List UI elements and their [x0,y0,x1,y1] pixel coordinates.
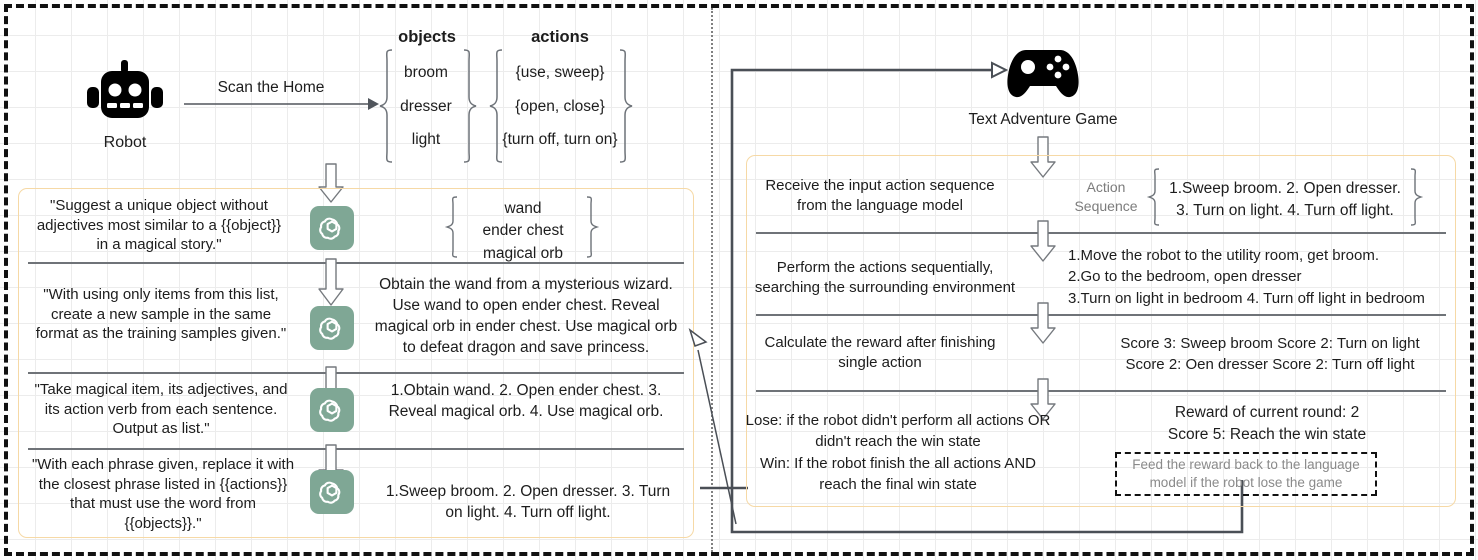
right-row-sep-2 [756,390,1446,392]
objects-header: objects [398,28,456,46]
actions-right-brace [619,49,633,163]
flow-arrow-down-right-2 [1030,302,1056,344]
objects-left-brace [379,49,393,163]
objects-item-2: light [411,131,441,148]
actions-left-brace [489,49,503,163]
left-row-0-prompt: "Suggest a unique object without adjecti… [36,197,282,253]
gpt-icon-1[interactable] [310,306,354,350]
objects-right-brace [463,49,477,163]
flow-arrow-down-right-1 [1030,220,1056,262]
feedback-note: Feed the reward back to the language mod… [1115,452,1377,496]
left-row-2-output: 1.Obtain wand. 2. Open ender chest. 3. R… [388,382,664,421]
right-row-1-description: Perform the actions sequentially, search… [754,259,1016,296]
scan-arrow [184,96,380,112]
game-controller-icon [1006,42,1080,102]
flow-arrow-down-right-3 [1030,378,1056,420]
gpt-icon-2[interactable] [310,388,354,432]
action-sequence-label: Action Sequence [1074,179,1138,214]
flow-arrow-down-left-1 [318,258,344,306]
right-row-3-description: Lose: if the robot didn't perform all ac… [745,412,1051,493]
flow-arrow-down-right-0 [1030,136,1056,178]
gpt-icon-3[interactable] [310,470,354,514]
right-row-2-description: Calculate the reward after finishing sin… [764,334,996,371]
left-row-0-right-brace [586,196,600,258]
actions-header: actions [531,28,589,46]
panel-divider [711,8,713,552]
return-connector-base [700,484,750,492]
actions-item-0: {use, sweep} [515,64,605,81]
robot-icon [85,60,165,132]
left-pipeline-panel [18,188,694,538]
right-row-1-output: 1.Move the robot to the utility room, ge… [1068,247,1425,307]
objects-item-0: broom [404,64,448,81]
left-row-sep-2 [28,448,684,450]
right-row-sep-0 [756,232,1446,234]
left-row-0-left-brace [444,196,458,258]
scan-arrow-label: Scan the Home [217,79,325,96]
objects-item-1: dresser [400,98,452,115]
right-row-2-output: Score 3: Sweep broom Score 2: Turn on li… [1120,335,1420,374]
left-row-1-output: Obtain the wand from a mysterious wizard… [374,276,678,357]
left-row-1-prompt: "With using only items from this list, c… [35,286,287,342]
right-row-3-output: Reward of current round: 2 Score 5: Reac… [1167,404,1367,443]
action-sequence-left-brace [1146,168,1160,226]
left-row-sep-1 [28,372,684,374]
gpt-icon-0[interactable] [310,206,354,250]
feedback-connector [726,61,1346,542]
return-connector [688,328,748,528]
actions-item-1: {open, close} [515,98,605,115]
left-row-0-output: wand ender chest magical orb [482,200,564,262]
robot-label: Robot [103,134,147,151]
left-row-3-prompt: "With each phrase given, replace it with… [31,456,295,532]
right-row-0-output: 1.Sweep broom. 2. Open dresser. 3. Turn … [1169,180,1401,219]
action-sequence-right-brace [1410,168,1424,226]
right-pipeline-panel [746,155,1456,507]
left-row-2-prompt: "Take magical item, its adjectives, and … [34,381,288,437]
left-row-sep-0 [28,262,684,264]
game-label: Text Adventure Game [968,111,1118,128]
right-row-0-description: Receive the input action sequence from t… [765,177,995,214]
actions-item-2: {turn off, turn on} [502,131,618,148]
right-row-sep-1 [756,314,1446,316]
flow-arrow-down-left-0 [318,163,344,203]
left-row-3-output: 1.Sweep broom. 2. Open dresser. 3. Turn … [385,483,671,522]
